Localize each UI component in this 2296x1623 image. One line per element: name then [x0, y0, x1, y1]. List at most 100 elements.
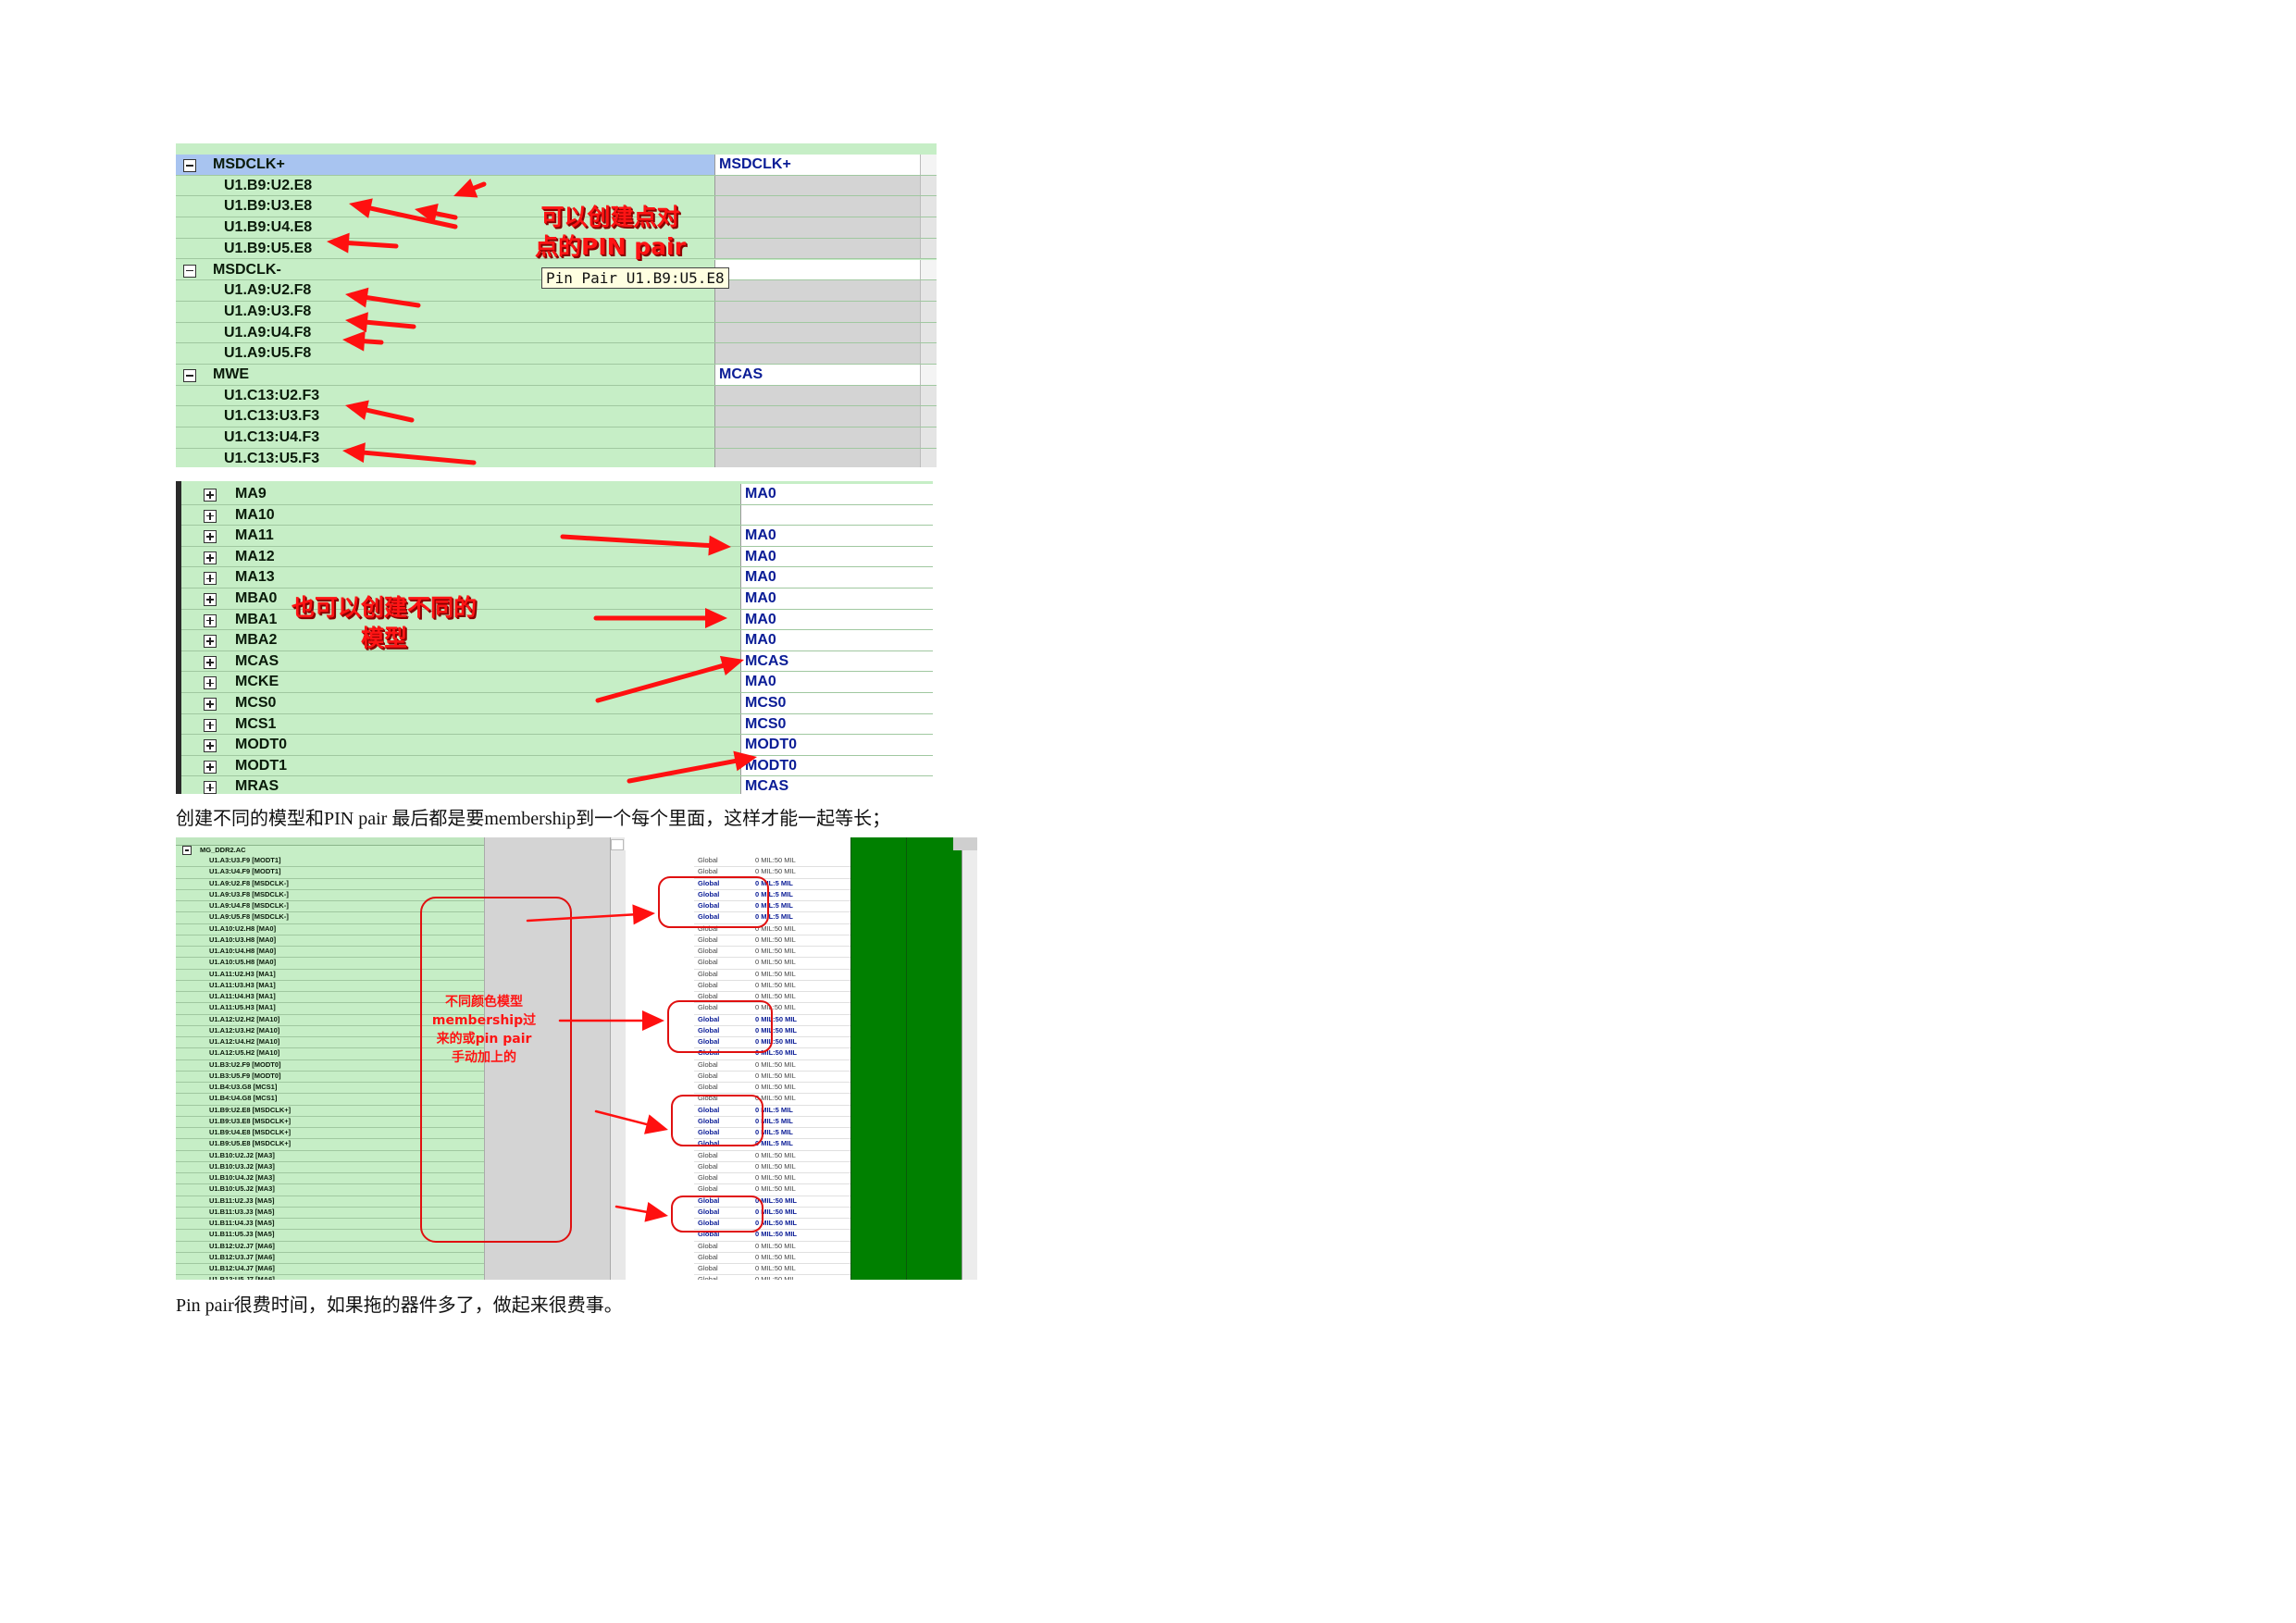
model-cell[interactable]: MA0	[740, 546, 933, 567]
expand-icon[interactable]	[204, 655, 217, 669]
pin-pair-row[interactable]: U1.B9:U2.E8 [MSDCLK+]	[176, 1106, 484, 1117]
expand-icon[interactable]	[204, 613, 217, 627]
model-cell[interactable]: MODT0	[740, 735, 933, 755]
pin-pair-row[interactable]: U1.B9:U5.E8 [MSDCLK+]	[176, 1139, 484, 1151]
model-cell[interactable]: MA0	[740, 526, 933, 546]
pin-pair-row[interactable]: U1.A9:U3.F8 [MSDCLK-]	[176, 890, 484, 901]
pin-pair-row[interactable]: U1.B11:U5.J3 [MA5]	[176, 1230, 484, 1242]
model-cell[interactable]: MA0	[740, 609, 933, 630]
pin-pair-row[interactable]: U1.A12:U4.H2 [MA10]	[176, 1037, 484, 1049]
pin-pair-row[interactable]: U1.B9:U3.E8 [MSDCLK+]	[176, 1117, 484, 1128]
expand-icon[interactable]	[204, 530, 217, 544]
expand-icon[interactable]	[204, 739, 217, 753]
pin-pair-row[interactable]: U1.C13:U5.F3	[176, 448, 937, 467]
collapse-icon[interactable]	[183, 159, 196, 172]
pin-pair-row[interactable]: U1.B4:U3.G8 [MCS1]	[176, 1083, 484, 1095]
group-row[interactable]: MG_DDR2.AC	[176, 845, 484, 856]
model-cell[interactable]	[740, 504, 933, 526]
expand-icon[interactable]	[204, 635, 217, 649]
pin-pair-row[interactable]: U1.A3:U4.F9 [MODT1]	[176, 867, 484, 879]
model-cell[interactable]: MODT0	[740, 755, 933, 776]
pin-pair-row[interactable]: U1.B9:U2.E8	[176, 175, 937, 197]
pin-pair-row[interactable]: U1.B10:U5.J2 [MA3]	[176, 1184, 484, 1196]
pin-pair-row[interactable]: U1.B9:U4.E8	[176, 217, 937, 239]
pin-pair-row[interactable]: U1.A9:U2.F8 [MSDCLK-]	[176, 879, 484, 890]
expand-icon[interactable]	[204, 781, 217, 794]
pin-pair-row[interactable]: U1.B9:U4.E8 [MSDCLK+]	[176, 1128, 484, 1140]
pin-pair-row[interactable]: U1.A11:U4.H3 [MA1]	[176, 992, 484, 1004]
collapse-icon[interactable]	[183, 264, 196, 278]
pin-pair-row[interactable]: U1.A9:U4.F8 [MSDCLK-]	[176, 901, 484, 913]
pin-pair-row[interactable]: U1.B11:U2.J3 [MA5]	[176, 1196, 484, 1208]
pin-pair-row[interactable]: U1.A3:U3.F9 [MODT1]	[176, 856, 484, 868]
pin-pair-row[interactable]: U1.A9:U5.F8 [MSDCLK-]	[176, 912, 484, 924]
pin-pair-row[interactable]: U1.B3:U2.F9 [MODT0]	[176, 1060, 484, 1072]
model-cell[interactable]: MCAS	[714, 365, 921, 385]
net-row[interactable]: MA10	[181, 504, 933, 527]
pin-pair-row[interactable]: U1.A11:U5.H3 [MA1]	[176, 1003, 484, 1015]
pin-pair-row[interactable]: U1.A10:U5.H8 [MA0]	[176, 958, 484, 970]
pin-pair-row[interactable]: U1.C13:U2.F3	[176, 385, 937, 407]
pin-pair-row[interactable]: U1.B10:U3.J2 [MA3]	[176, 1162, 484, 1173]
pin-pair-row[interactable]: U1.A9:U3.F8	[176, 301, 937, 323]
pin-pair-row[interactable]: U1.B12:U3.J7 [MA6]	[176, 1253, 484, 1264]
pin-pair-row[interactable]: U1.B10:U4.J2 [MA3]	[176, 1173, 484, 1185]
pin-pair-row[interactable]: U1.B3:U5.F9 [MODT0]	[176, 1072, 484, 1083]
model-cell[interactable]: MA0	[740, 630, 933, 650]
model-cell[interactable]: MA0	[740, 672, 933, 692]
expand-icon[interactable]	[204, 551, 217, 564]
model-cell[interactable]: MCAS	[740, 650, 933, 672]
pin-pair-row[interactable]: U1.B12:U2.J7 [MA6]	[176, 1242, 484, 1253]
model-cell[interactable]	[714, 259, 921, 280]
model-cell[interactable]: MCS0	[740, 693, 933, 713]
pin-pair-row[interactable]: U1.C13:U4.F3	[176, 427, 937, 449]
pin-pair-row[interactable]: U1.A10:U3.H8 [MA0]	[176, 935, 484, 947]
expand-icon[interactable]	[204, 718, 217, 732]
pin-pair-row[interactable]: U1.B12:U4.J7 [MA6]	[176, 1264, 484, 1276]
expand-icon[interactable]	[204, 698, 217, 711]
expand-icon[interactable]	[204, 489, 217, 502]
net-row[interactable]: MSDCLK+MSDCLK+	[176, 155, 937, 176]
pin-pair-row[interactable]: U1.B11:U3.J3 [MA5]	[176, 1208, 484, 1219]
pin-pair-row[interactable]: U1.B10:U2.J2 [MA3]	[176, 1151, 484, 1162]
model-cell[interactable]: MA0	[740, 484, 933, 504]
pin-pair-row[interactable]: U1.A12:U2.H2 [MA10]	[176, 1015, 484, 1026]
expand-icon[interactable]	[204, 509, 217, 523]
pin-pair-row[interactable]: U1.A9:U5.F8	[176, 343, 937, 365]
expand-icon[interactable]	[204, 760, 217, 774]
model-cell[interactable]: MCAS	[740, 776, 933, 794]
model-cell[interactable]: MA0	[740, 588, 933, 609]
